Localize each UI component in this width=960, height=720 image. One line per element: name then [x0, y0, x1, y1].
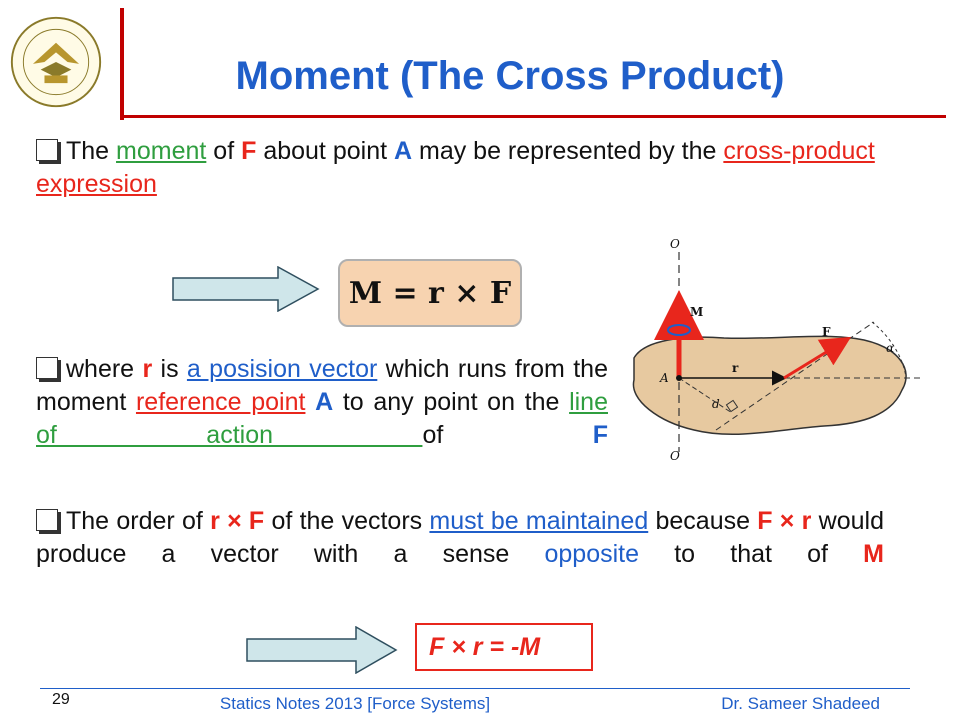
label-r: r	[732, 361, 739, 375]
term-line-of-action: line of action	[36, 388, 608, 449]
university-seal-icon	[10, 16, 102, 108]
footer-rule	[40, 688, 910, 689]
body-shape	[632, 335, 907, 436]
symbol-f-cross-r: F × r	[757, 507, 812, 535]
term-reference-point: reference point	[135, 388, 306, 416]
label-d: d	[712, 397, 720, 411]
symbol-r-cross-f: r × F	[210, 507, 265, 535]
label-m: M	[690, 305, 703, 319]
page-title: Moment (The Cross Product)	[235, 54, 785, 98]
text: to any point on the	[333, 388, 570, 416]
term-opposite: opposite	[544, 540, 640, 568]
term-moment: moment	[116, 137, 207, 165]
force-vector	[783, 336, 852, 380]
label-o-bottom: O	[670, 449, 680, 463]
label-f: F	[822, 325, 831, 339]
symbol-F: F	[241, 137, 257, 165]
bullet-moment-definition: The moment of F about point A may be rep…	[36, 135, 896, 201]
right-arrow-icon	[172, 266, 320, 312]
text: which runs from the moment	[36, 355, 608, 416]
symbol-A: A	[315, 388, 334, 416]
result-formula-box: F × r = -M	[415, 623, 593, 671]
symbol-F: F	[592, 421, 609, 449]
text: because	[648, 507, 758, 535]
symbol-M: M	[863, 540, 884, 568]
header-vertical-rule	[120, 8, 124, 120]
footer-author: Dr. Sameer Shadeed	[721, 694, 880, 713]
point-A	[676, 375, 682, 381]
formula-box: M = r × F	[338, 259, 522, 327]
label-a: A	[659, 371, 669, 385]
line-of-action	[715, 321, 875, 431]
label-o-top: O	[670, 237, 680, 251]
term-must-be-maintained: must be maintained	[429, 507, 649, 535]
text: where	[66, 355, 143, 383]
moment-diagram: O O M F α A r d	[632, 237, 924, 463]
text: of	[422, 421, 593, 449]
distance-line	[678, 377, 733, 414]
checkbox-bullet-icon	[36, 139, 58, 161]
text: of the vectors	[264, 507, 430, 535]
term-position-vector: a posision vector	[186, 355, 378, 383]
text: would produce a vector with a sense	[36, 507, 884, 568]
text: The	[66, 137, 117, 165]
header-horizontal-rule	[124, 115, 946, 118]
text: is	[152, 355, 187, 383]
checkbox-bullet-icon	[36, 357, 58, 379]
text: of	[206, 137, 242, 165]
bullet-position-vector: where r is a posision vector which runs …	[36, 353, 608, 452]
symbol-r: r	[142, 355, 153, 383]
label-alpha: α	[886, 341, 894, 355]
term-cross-product: cross-product expression	[36, 137, 875, 198]
right-arrow-icon	[246, 626, 398, 674]
text: to that of	[639, 540, 864, 568]
rotation-indicator	[667, 324, 691, 336]
page-number: 29	[52, 691, 70, 708]
symbol-A: A	[394, 137, 413, 165]
checkbox-bullet-icon	[36, 509, 58, 531]
text: The order of	[66, 507, 211, 535]
footer-course-title: Statics Notes 2013 [Force Systems]	[219, 694, 491, 713]
text: may be represented by the	[412, 137, 724, 165]
text: about point	[256, 137, 394, 165]
bullet-order-of-vectors: The order of r × F of the vectors must b…	[36, 505, 884, 571]
